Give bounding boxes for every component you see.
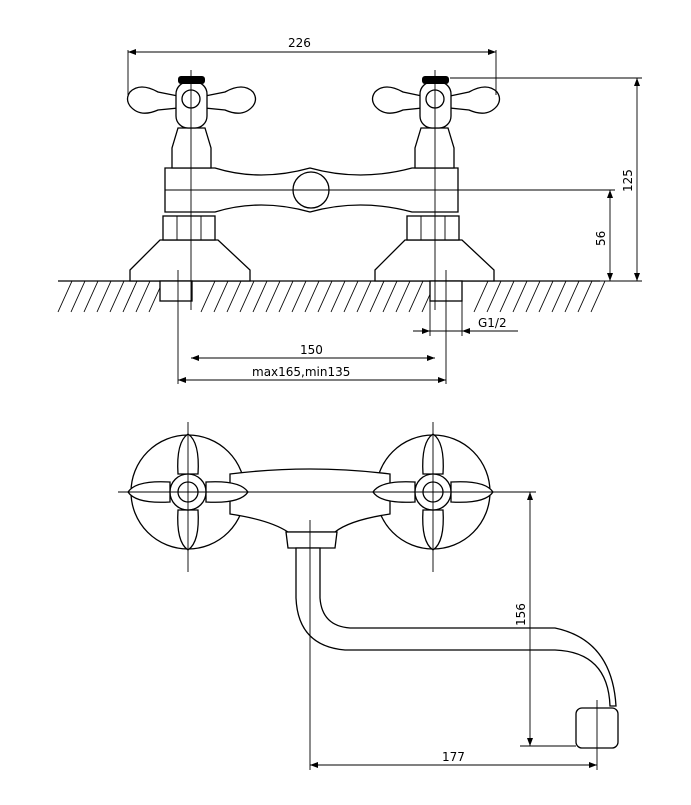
dim-125-label: 125: [621, 169, 635, 192]
hatch-line: [135, 280, 151, 313]
hatch-line: [564, 280, 580, 313]
hatch-line: [369, 280, 385, 313]
top-view: 156 177: [118, 422, 619, 770]
hatch-line: [226, 280, 242, 313]
hatch-line: [278, 280, 294, 313]
hatch-line: [473, 280, 489, 313]
hatch-line: [109, 280, 125, 313]
dim-226: 226: [127, 36, 497, 95]
dim-125: 125: [450, 77, 642, 282]
hatch-line: [265, 280, 281, 313]
dim-range-label: max165,min135: [252, 365, 350, 379]
outlet-nut: [285, 531, 338, 549]
hatch-line: [83, 280, 99, 313]
dim-range: max165,min135: [177, 270, 447, 384]
hatch-line: [382, 280, 398, 313]
hatch-line: [304, 280, 320, 313]
dim-thread-label: G1/2: [478, 316, 507, 330]
hatch-line: [343, 280, 359, 313]
hatch-line: [356, 280, 372, 313]
hatch-line: [70, 280, 86, 313]
hatch-line: [317, 280, 333, 313]
hatch-line: [252, 280, 268, 313]
dim-56: 56: [594, 190, 613, 281]
dim-226-label: 226: [288, 36, 311, 50]
hatch-line: [538, 280, 554, 313]
hatch-line: [200, 280, 216, 313]
dim-150: 150: [191, 343, 435, 361]
right-base-flange: [374, 239, 495, 282]
dim-150-label: 150: [300, 343, 323, 357]
left-inlet: [159, 280, 193, 302]
top-body: [229, 468, 391, 533]
dim-156-label: 156: [514, 603, 528, 626]
hatch-line: [57, 280, 73, 313]
hatch-line: [122, 280, 138, 313]
hatch-line: [330, 280, 346, 313]
left-base-flange: [129, 239, 251, 282]
hatch-line: [499, 280, 515, 313]
hatch-line: [291, 280, 307, 313]
hatch-line: [408, 280, 424, 313]
dim-thread: G1/2: [413, 296, 518, 336]
hatch-line: [590, 280, 606, 313]
right-valve-column: [414, 127, 455, 169]
hatch-line: [512, 280, 528, 313]
dim-56-label: 56: [594, 231, 608, 246]
hatch-line: [96, 280, 112, 313]
left-valve-column: [171, 127, 212, 169]
front-view: 226 125 56 G1/2: [57, 36, 642, 384]
left-cross-handle: [126, 76, 257, 129]
right-cross-handle: [371, 76, 501, 129]
dim-156: 156: [514, 492, 576, 747]
hatch-line: [239, 280, 255, 313]
dim-177-label: 177: [442, 750, 465, 764]
hatch-line: [213, 280, 229, 313]
left-nut: [162, 215, 216, 241]
spout: [295, 547, 617, 707]
hatch-line: [551, 280, 567, 313]
hatch-line: [395, 280, 411, 313]
wall-hatching: [57, 280, 606, 313]
hatch-line: [525, 280, 541, 313]
hatch-line: [486, 280, 502, 313]
right-nut: [406, 215, 460, 241]
dim-177: 177: [310, 750, 597, 768]
hatch-line: [577, 280, 593, 313]
